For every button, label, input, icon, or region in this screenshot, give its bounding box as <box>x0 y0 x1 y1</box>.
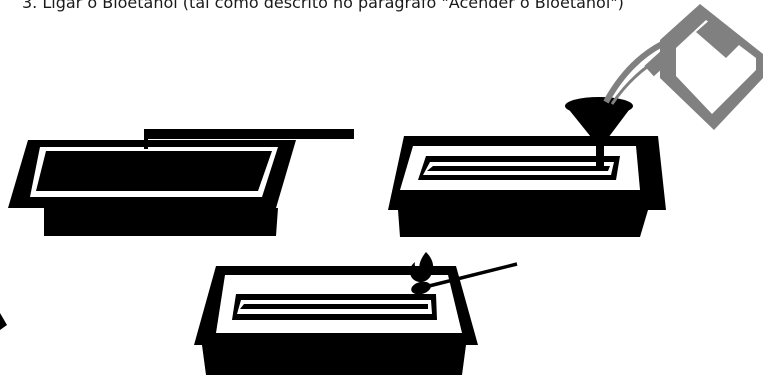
step-caption: 3. Ligar o Bioetanol (tal como descrito … <box>22 0 624 12</box>
panel-burner-lighting <box>194 252 518 375</box>
fuel-slot-channel <box>240 304 428 309</box>
panel-burner-filling <box>388 4 763 237</box>
lighter-stick-icon <box>411 262 518 295</box>
burner-base <box>202 345 466 375</box>
panel-burner-covered <box>8 129 354 236</box>
funnel-icon <box>565 97 633 167</box>
fuel-slot-channel <box>427 166 610 171</box>
burner-base <box>398 210 648 237</box>
flame-icon <box>409 252 434 283</box>
arrow-edge-fragment <box>0 313 7 330</box>
cover-handle <box>146 129 354 139</box>
cover-handle-stem <box>144 129 148 149</box>
burner-cover-plate <box>36 151 272 191</box>
burner-base <box>44 208 278 236</box>
fuel-canister-icon <box>603 4 763 130</box>
